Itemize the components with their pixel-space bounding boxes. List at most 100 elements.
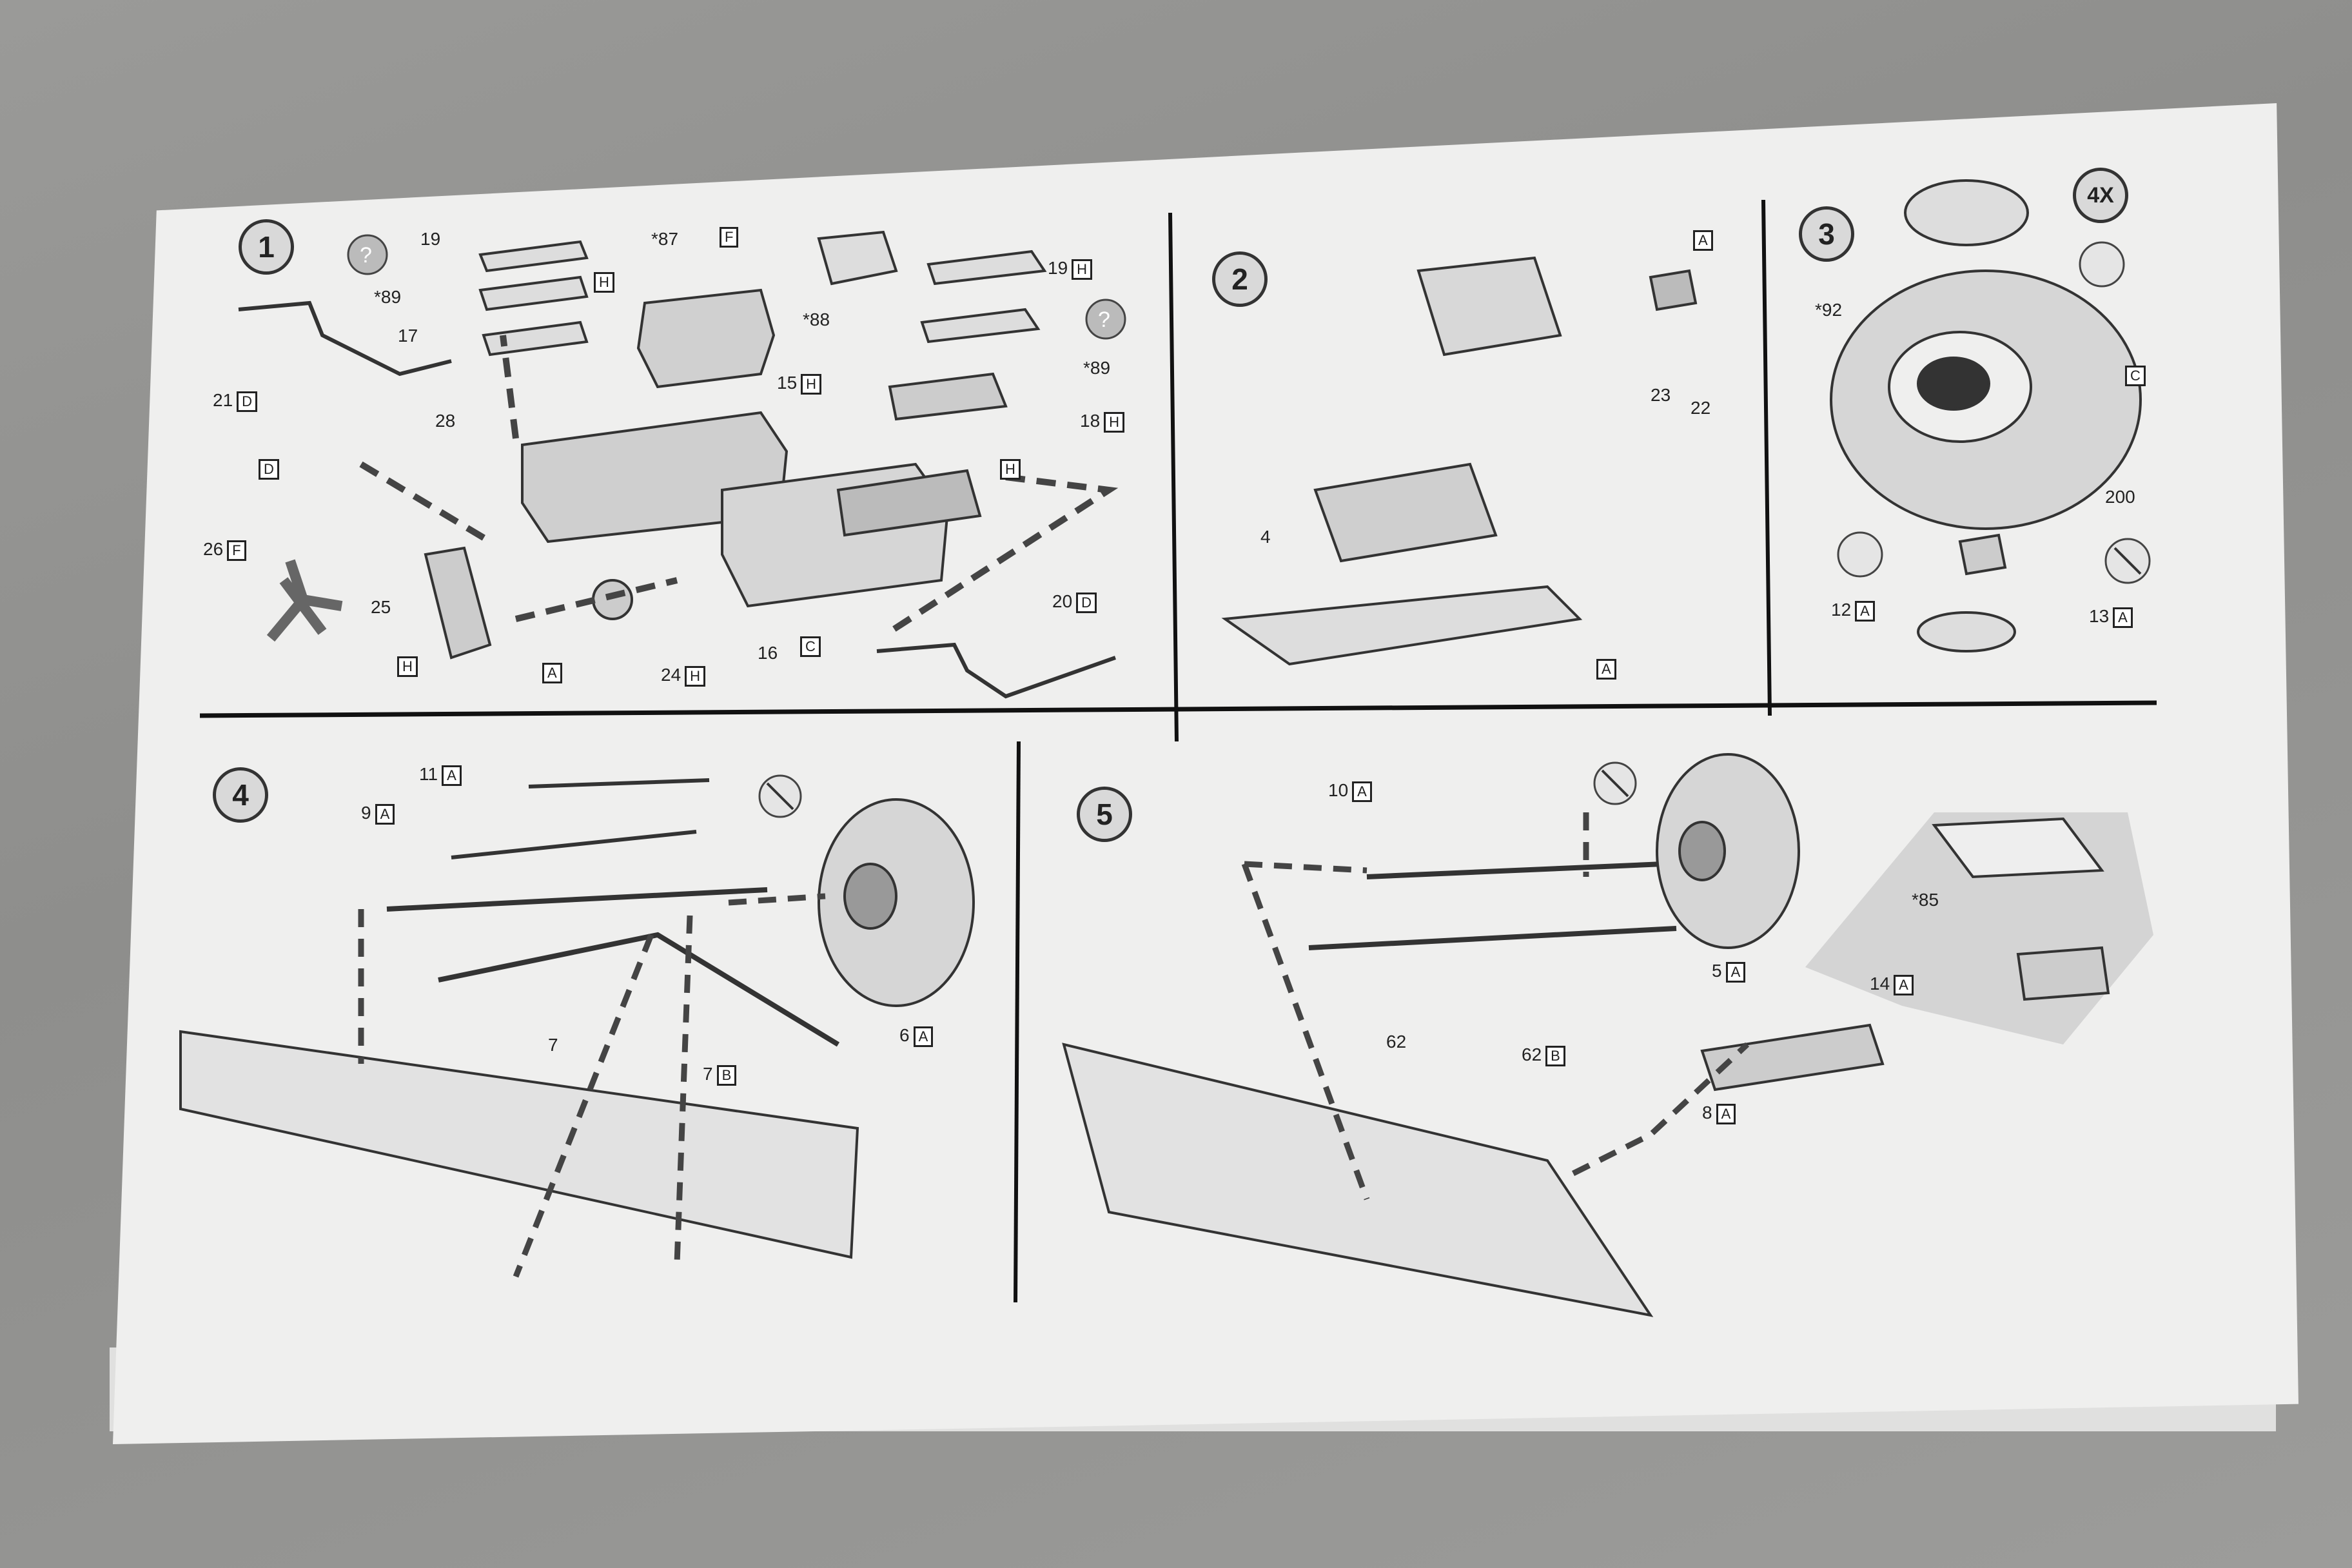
- step-3-badge: 3: [1799, 206, 1854, 262]
- part-code: H: [393, 655, 418, 677]
- svg-text:?: ?: [1098, 308, 1110, 332]
- part-code: D: [255, 458, 279, 480]
- part-label: 200: [2105, 487, 2135, 507]
- part-label: 16: [758, 643, 778, 663]
- detail-callout-illustration: [1805, 812, 2153, 1044]
- part-number: 24: [661, 665, 681, 685]
- question-icon: ?: [347, 234, 388, 275]
- question-icon: ?: [1085, 299, 1126, 340]
- step-4-badge: 4: [213, 767, 268, 823]
- panel4-arrows: [358, 893, 826, 1278]
- part-label: 22: [1690, 398, 1710, 418]
- tire-illustration: [1830, 270, 2142, 530]
- part-code: A: [538, 662, 562, 683]
- code-box: H: [685, 665, 706, 687]
- part-number: 17: [398, 326, 418, 346]
- code-box: F: [227, 540, 246, 561]
- code-box: A: [442, 765, 462, 786]
- part-label: 4: [1260, 527, 1271, 547]
- part-number: *89: [1083, 358, 1111, 378]
- code-box: H: [1000, 458, 1021, 480]
- part-code: A: [1689, 229, 1713, 251]
- front-axle-illustration: [179, 778, 975, 1259]
- part-label: 19: [420, 229, 440, 250]
- code-box: H: [594, 271, 614, 293]
- glue-icon: [2079, 241, 2125, 288]
- code-box: D: [259, 458, 279, 480]
- code-box: A: [1855, 600, 1875, 622]
- svg-text:?: ?: [360, 243, 372, 268]
- part-number: 22: [1690, 398, 1711, 418]
- code-box: A: [2113, 607, 2133, 628]
- code-box: A: [1596, 658, 1616, 680]
- code-box: A: [1693, 230, 1713, 251]
- part-number: 62: [1522, 1044, 1542, 1064]
- panel5-arrows: [1241, 812, 1750, 1200]
- part-number: 8: [1702, 1102, 1712, 1122]
- code-box: A: [1352, 781, 1372, 802]
- part-number: *88: [803, 309, 830, 329]
- part-number: 25: [371, 597, 391, 617]
- code-box: A: [1894, 974, 1914, 995]
- part-label: *87: [651, 229, 678, 250]
- part-number: 14: [1870, 974, 1890, 994]
- part-code: C: [2121, 364, 2146, 386]
- engine-on-frame-illustration: [1221, 256, 1698, 666]
- code-box: A: [542, 662, 562, 683]
- part-label: *89: [374, 287, 401, 308]
- rear-axle-illustration: [1062, 753, 1885, 1317]
- part-number: 18: [1080, 411, 1101, 431]
- part-number: *85: [1912, 890, 1939, 910]
- code-box: F: [720, 226, 739, 248]
- code-box: D: [237, 391, 258, 412]
- engine-block-illustration: [521, 411, 982, 608]
- fan-illustration: [266, 559, 343, 642]
- part-label: 25: [371, 597, 391, 618]
- part-code: A: [1592, 658, 1616, 680]
- part-number: 20: [1052, 591, 1073, 611]
- part-label: 7: [548, 1035, 558, 1055]
- code-box: B: [716, 1064, 737, 1086]
- part-number: 12: [1831, 600, 1852, 620]
- assembly-arrows: [359, 335, 1119, 635]
- part-number: 7: [548, 1035, 558, 1055]
- valve-covers-illustration: [478, 240, 1047, 421]
- code-box: B: [1545, 1045, 1565, 1066]
- step-5-badge: 5: [1077, 787, 1132, 842]
- part-number: 19: [420, 229, 441, 249]
- part-label: *88: [803, 309, 830, 330]
- code-box: A: [1716, 1103, 1736, 1124]
- no-glue-icon: [1593, 761, 1637, 805]
- glue-icon: [1837, 531, 1883, 578]
- part-number: 10: [1328, 780, 1349, 800]
- step-1-badge: 1: [239, 219, 294, 275]
- part-label: 62: [1386, 1032, 1406, 1052]
- part-number: 19: [1048, 258, 1068, 278]
- part-number: 200: [2105, 487, 2135, 507]
- part-label: *89: [1083, 358, 1110, 378]
- part-number: 15: [777, 373, 798, 393]
- part-number: 7: [703, 1064, 713, 1084]
- part-number: 4: [1260, 527, 1271, 547]
- part-number: *89: [374, 287, 402, 307]
- code-box: H: [397, 656, 418, 677]
- part-code: F: [716, 226, 739, 248]
- code-box: D: [1076, 592, 1097, 613]
- part-number: 13: [2089, 606, 2110, 626]
- code-box: H: [1072, 259, 1093, 280]
